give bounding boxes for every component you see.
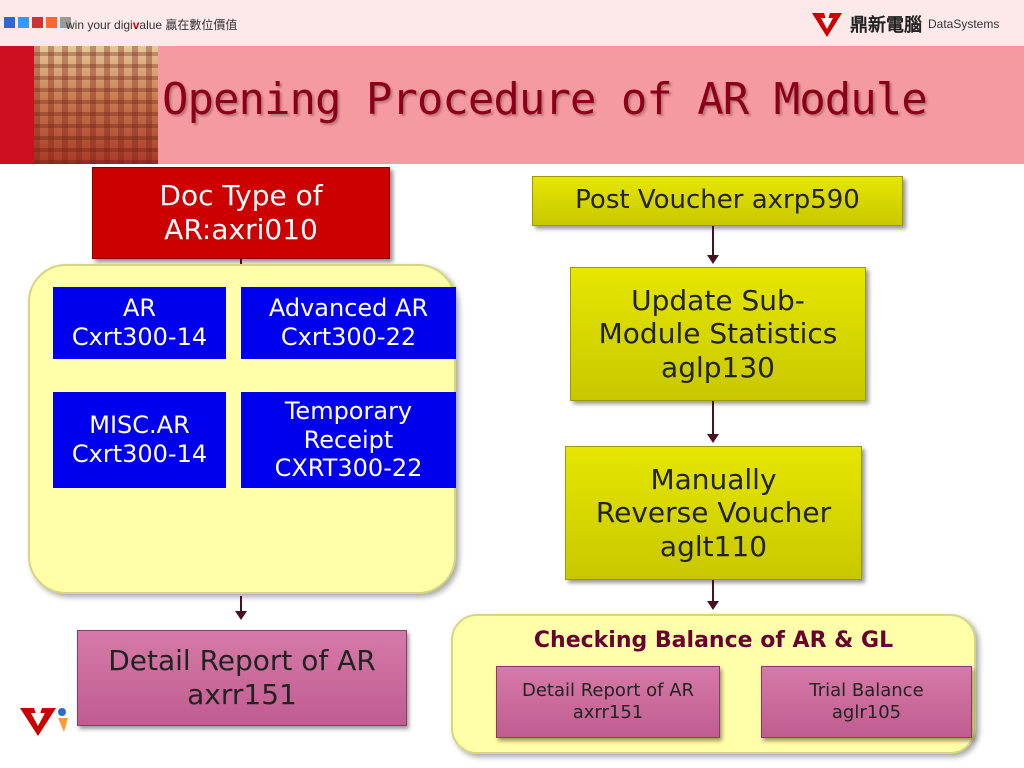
arrow-reverse-shaft <box>712 580 714 602</box>
auditorium-photo <box>34 46 158 164</box>
left-detail-report-line-2: axrr151 <box>187 678 297 711</box>
arrow-container-head <box>235 611 247 620</box>
datasystems-logo-icon <box>812 13 842 37</box>
reverse-voucher-line-3: aglt110 <box>659 529 768 563</box>
company-brand: 鼎新電腦 DataSystems <box>810 8 999 40</box>
post-voucher-label: Post Voucher axrp590 <box>575 185 860 216</box>
arrow-container-shaft <box>240 596 242 612</box>
doc-type-line-2: AR:axri010 <box>164 213 318 246</box>
arrow-reverse-head <box>707 601 719 610</box>
square-2 <box>18 17 29 28</box>
doc-type-box: Doc Type of AR:axri010 <box>92 167 390 259</box>
ar-type-advanced-line-2: Cxrt300-22 <box>280 323 417 351</box>
brand-squares <box>4 17 71 29</box>
left-detail-report-box: Detail Report of AR axrr151 <box>77 630 407 726</box>
left-detail-report-line-1: Detail Report of AR <box>108 644 376 678</box>
update-statistics-line-3: aglp130 <box>661 350 775 384</box>
trial-balance-box: Trial Balance aglr105 <box>761 666 972 738</box>
ar-type-temporary-receipt: Temporary Receipt CXRT300-22 <box>241 392 456 488</box>
page-title: Opening Procedure of AR Module <box>162 74 928 125</box>
square-3 <box>32 17 43 28</box>
ar-type-advanced: Advanced AR Cxrt300-22 <box>241 287 456 359</box>
checking-balance-title: Checking Balance of AR & GL <box>533 628 894 653</box>
square-1 <box>4 17 15 28</box>
square-5 <box>60 17 71 28</box>
trial-balance-line-1: Trial Balance <box>809 680 924 702</box>
ar-type-temporary-line-2: Receipt <box>303 425 394 454</box>
square-4 <box>46 17 57 28</box>
right-detail-report-line-1: Detail Report of AR <box>521 680 695 702</box>
brand-english-name: DataSystems <box>928 17 1000 31</box>
title-band <box>0 46 1024 164</box>
trial-balance-line-2: aglr105 <box>831 702 902 723</box>
footer-logo-icon <box>20 708 68 736</box>
update-statistics-box: Update Sub- Module Statistics aglp130 <box>570 267 866 401</box>
arrow-update-shaft <box>712 401 714 435</box>
title-left-strip <box>0 46 34 164</box>
ar-type-ar: AR Cxrt300-14 <box>53 287 226 359</box>
reverse-voucher-line-2: Reverse Voucher <box>595 496 832 530</box>
tagline: win your digivalue 贏在數位價值 <box>66 18 238 32</box>
arrow-post-head <box>707 255 719 264</box>
ar-type-ar-line-1: AR <box>122 294 157 323</box>
ar-type-temporary-line-3: CXRT300-22 <box>274 454 423 483</box>
arrow-update-head <box>707 434 719 443</box>
post-voucher-box: Post Voucher axrp590 <box>532 176 903 226</box>
reverse-voucher-line-1: Manually <box>650 462 777 496</box>
ar-type-ar-line-2: Cxrt300-14 <box>71 323 208 351</box>
update-statistics-line-1: Update Sub- <box>631 283 805 317</box>
doc-type-line-1: Doc Type of <box>159 179 323 213</box>
update-statistics-line-2: Module Statistics <box>598 317 838 351</box>
right-detail-report-line-2: axrr151 <box>572 702 644 723</box>
reverse-voucher-box: Manually Reverse Voucher aglt110 <box>565 446 862 580</box>
arrow-post-shaft <box>712 226 714 256</box>
ar-type-misc-line-1: MISC.AR <box>89 411 190 440</box>
ar-type-temporary-line-1: Temporary <box>284 396 413 425</box>
right-detail-report-box: Detail Report of AR axrr151 <box>496 666 720 738</box>
ar-type-advanced-line-1: Advanced AR <box>268 294 429 323</box>
ar-type-misc: MISC.AR Cxrt300-14 <box>53 392 226 488</box>
ar-type-misc-line-2: Cxrt300-14 <box>71 440 208 468</box>
brand-chinese-name: 鼎新電腦 <box>850 15 922 36</box>
header-bar <box>0 0 1024 46</box>
